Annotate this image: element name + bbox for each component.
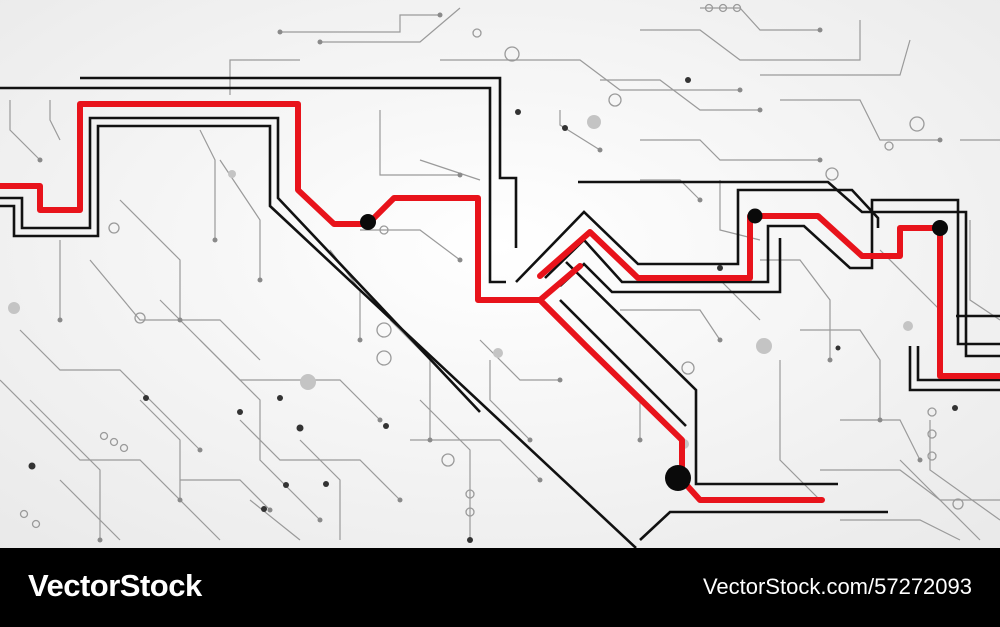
junction-node-right (932, 220, 948, 236)
main-black-traces (0, 76, 1000, 548)
image-id-url: VectorStock.com/57272093 (702, 574, 972, 599)
dark-circuit-nodes (28, 77, 958, 543)
minor-circuit-nodes (37, 12, 943, 543)
junction-node-center (747, 208, 763, 224)
vectorstock-logo-text: VectorStock (28, 568, 202, 603)
minor-circuit-traces (0, 7, 1000, 541)
black-junction-nodes (360, 208, 948, 491)
junction-node-left (360, 214, 376, 230)
junction-node-large (665, 465, 691, 491)
circuit-rings (19, 3, 964, 529)
circuit-board-artwork (0, 0, 1000, 548)
watermark-footer: VectorStock VectorStock.com/57272093 (0, 548, 1000, 627)
red-accent-traces (0, 101, 1000, 503)
